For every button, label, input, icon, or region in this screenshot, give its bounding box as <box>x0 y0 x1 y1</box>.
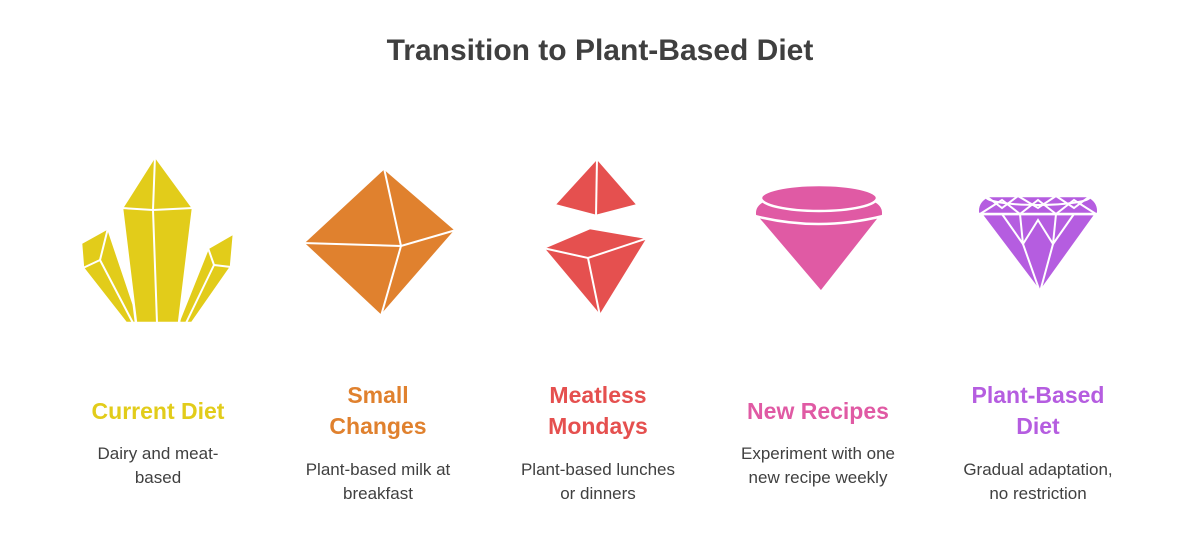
stage-title-text: Small Changes <box>329 382 427 439</box>
stage-title-meatless-mondays: Meatless Mondays <box>488 380 708 442</box>
stage-desc-new-recipes: Experiment with one new recipe weekly <box>740 444 896 487</box>
split-gem-icon <box>488 140 708 340</box>
stage-title-text: Plant-Based Diet <box>971 382 1105 439</box>
stage-title-small-changes: Small Changes <box>268 380 488 442</box>
stage-title-text: Meatless Mondays <box>548 382 648 439</box>
stage-title-current-diet: Current Diet <box>48 396 268 427</box>
stage-title-text: New Recipes <box>747 398 889 424</box>
stage-title-plant-based-diet: Plant-Based Diet <box>928 380 1148 442</box>
rough-diamond-icon <box>708 140 928 340</box>
stage-title-new-recipes: New Recipes <box>708 396 928 427</box>
stage-desc-plant-based-diet: Gradual adaptation, no restriction <box>963 460 1113 503</box>
diagram-title: Transition to Plant-Based Diet <box>386 34 814 67</box>
stage-desc-small-changes: Plant-based milk at breakfast <box>305 460 451 503</box>
stage-desc-meatless-mondays: Plant-based lunches or dinners <box>520 460 676 503</box>
cut-diamond-icon <box>928 140 1148 340</box>
octahedron-icon <box>268 140 488 340</box>
stage-title-text: Current Diet <box>91 398 225 424</box>
stage-desc-current-diet: Dairy and meat- based <box>97 444 219 487</box>
crystal-cluster-icon <box>48 140 268 340</box>
